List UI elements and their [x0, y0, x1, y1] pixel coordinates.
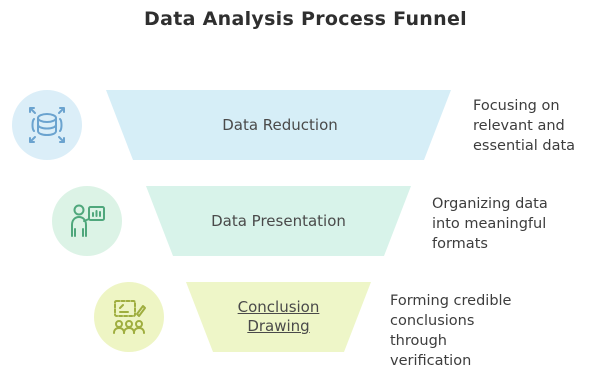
- stage-3-trapezoid: [186, 282, 371, 352]
- stage-2-label: Data Presentation: [211, 211, 346, 230]
- database-icon: [29, 107, 65, 143]
- stage-2-icon-circle: [52, 186, 122, 256]
- stage-3-icon-circle: [94, 282, 164, 352]
- stage-1-trapezoid: [106, 90, 451, 160]
- stage-1-icon-circle: [12, 90, 82, 160]
- stage-1-description: Focusing on relevant and essential data: [473, 98, 576, 154]
- stage-2-description: Organizing data into meaningful formats: [432, 196, 548, 252]
- team-idea-icon: [113, 300, 146, 334]
- stage-3-label-text: Conclusion Drawing: [237, 298, 320, 335]
- diagram-title: Data Analysis Process Funnel: [144, 8, 467, 30]
- stage-1-label: Data Reduction: [222, 115, 338, 134]
- stage-3-label: Conclusion Drawing: [210, 282, 347, 352]
- presenter-icon: [71, 204, 105, 237]
- stage-3-description: Forming credible conclusions through ver…: [390, 293, 512, 369]
- stage-2-trapezoid: [146, 186, 411, 256]
